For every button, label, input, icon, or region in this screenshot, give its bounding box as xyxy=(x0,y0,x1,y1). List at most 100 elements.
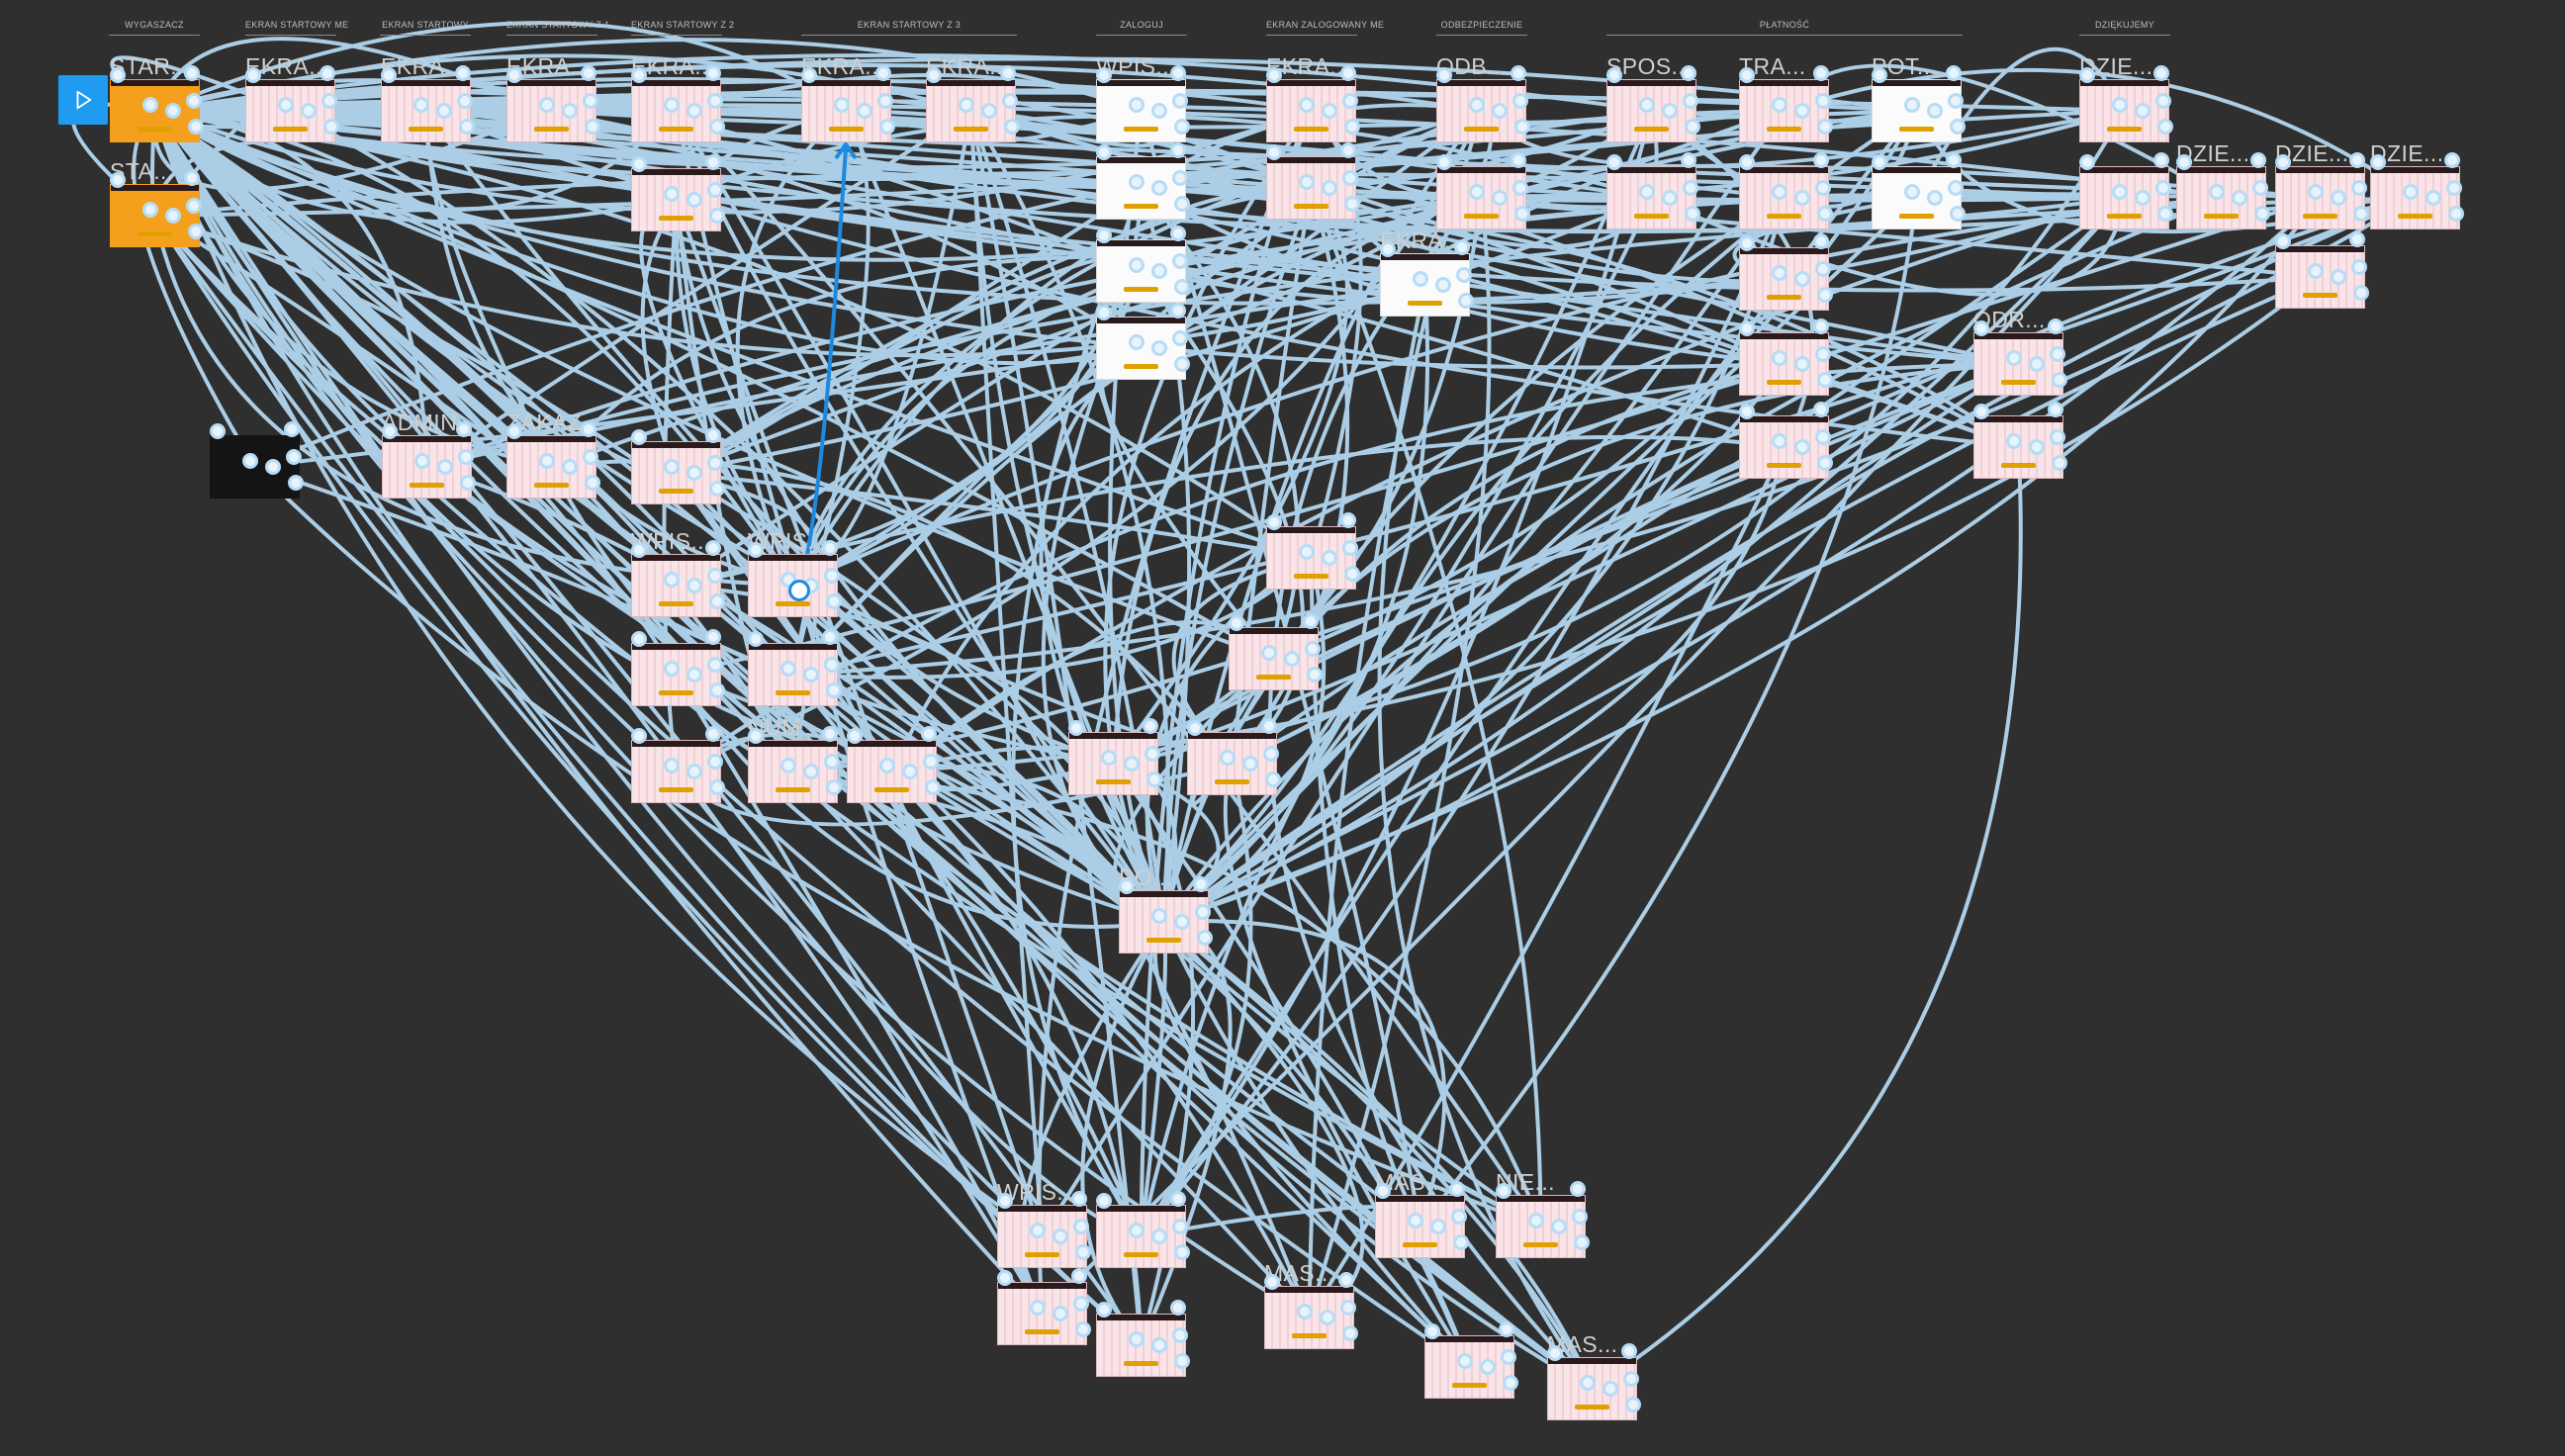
connection-handle[interactable] xyxy=(1344,196,1360,212)
connection-line[interactable] xyxy=(1271,362,2021,661)
connection-handle[interactable] xyxy=(1342,540,1358,557)
connection-handle[interactable] xyxy=(2157,119,2173,135)
connection-line[interactable] xyxy=(152,136,679,218)
connection-handle[interactable] xyxy=(1973,320,1989,336)
connection-handle[interactable] xyxy=(686,578,702,593)
prototype-frame[interactable]: DZIE... xyxy=(2176,140,2266,229)
connection-handle[interactable] xyxy=(1266,514,1282,530)
connection-line[interactable] xyxy=(1080,920,1166,1347)
connection-handle[interactable] xyxy=(323,119,339,135)
connection-handle[interactable] xyxy=(1170,142,1186,158)
connection-handle[interactable] xyxy=(1174,279,1190,295)
connection-handle[interactable] xyxy=(822,540,838,556)
connection-handle[interactable] xyxy=(2425,190,2441,206)
connection-handle[interactable] xyxy=(286,449,302,466)
connection-handle[interactable] xyxy=(1174,356,1190,372)
connection-handle[interactable] xyxy=(1174,196,1190,212)
prototype-frame[interactable] xyxy=(631,740,721,803)
connection-handle[interactable] xyxy=(1128,173,1145,190)
connection-handle[interactable] xyxy=(2275,233,2291,249)
connection-line[interactable] xyxy=(152,214,1427,358)
connection-line[interactable] xyxy=(1307,196,1492,1320)
connection-line[interactable] xyxy=(549,254,1427,469)
prototype-frame[interactable]: PO... xyxy=(1119,864,1209,954)
connection-handle[interactable] xyxy=(997,1270,1013,1286)
connection-handle[interactable] xyxy=(1128,96,1145,113)
connection-handle[interactable] xyxy=(833,96,850,113)
connection-handle[interactable] xyxy=(1739,235,1755,251)
connection-handle[interactable] xyxy=(847,728,863,744)
connection-handle[interactable] xyxy=(1150,180,1167,196)
connection-handle[interactable] xyxy=(2052,372,2067,388)
connection-handle[interactable] xyxy=(686,103,702,119)
connection-handle[interactable] xyxy=(2351,180,2367,197)
connection-handle[interactable] xyxy=(878,757,895,774)
connection-handle[interactable] xyxy=(1150,103,1167,119)
connection-handle[interactable] xyxy=(1128,1222,1145,1238)
connection-handle[interactable] xyxy=(1128,1330,1145,1347)
connection-line[interactable] xyxy=(790,362,2021,774)
connection-line[interactable] xyxy=(1590,445,2023,1391)
connection-handle[interactable] xyxy=(1342,170,1358,187)
connection-handle[interactable] xyxy=(705,726,721,742)
connection-handle[interactable] xyxy=(561,103,578,119)
connection-line[interactable] xyxy=(152,109,1144,1347)
connection-handle[interactable] xyxy=(709,208,725,224)
connection-handle[interactable] xyxy=(1499,1321,1514,1337)
connection-handle[interactable] xyxy=(1661,103,1678,119)
connection-handle[interactable] xyxy=(1174,1353,1190,1369)
connection-handle[interactable] xyxy=(1793,439,1810,455)
connection-handle[interactable] xyxy=(779,660,796,677)
connection-handle[interactable] xyxy=(1068,720,1084,736)
prototype-frame[interactable] xyxy=(1187,732,1277,795)
connection-handle[interactable] xyxy=(1458,293,1474,309)
connection-handle[interactable] xyxy=(2330,190,2346,206)
connection-handle[interactable] xyxy=(1813,318,1829,334)
connection-handle[interactable] xyxy=(1793,356,1810,372)
connection-handle[interactable] xyxy=(1683,93,1698,110)
connection-handle[interactable] xyxy=(1512,180,1528,197)
prototype-frame[interactable] xyxy=(1266,156,1356,220)
connection-handle[interactable] xyxy=(1321,180,1337,196)
connection-handle[interactable] xyxy=(1128,333,1145,350)
connection-handle[interactable] xyxy=(141,201,158,218)
connection-handle[interactable] xyxy=(2402,183,2419,200)
connection-handle[interactable] xyxy=(1407,1212,1423,1228)
connection-line[interactable] xyxy=(152,52,1654,113)
connection-handle[interactable] xyxy=(583,93,598,110)
connection-line[interactable] xyxy=(790,584,1144,1238)
connection-line[interactable] xyxy=(152,109,1654,182)
connection-handle[interactable] xyxy=(1793,271,1810,287)
connection-handle[interactable] xyxy=(1621,1343,1637,1359)
connection-handle[interactable] xyxy=(1491,190,1508,206)
connection-handle[interactable] xyxy=(1817,119,1833,135)
connection-handle[interactable] xyxy=(631,631,647,647)
connection-handle[interactable] xyxy=(2005,349,2022,366)
connection-handle[interactable] xyxy=(663,757,680,774)
connection-handle[interactable] xyxy=(2079,154,2095,170)
connection-line[interactable] xyxy=(152,109,554,469)
connection-handle[interactable] xyxy=(1412,270,1428,287)
connection-handle[interactable] xyxy=(2048,318,2063,334)
connection-handle[interactable] xyxy=(925,779,941,795)
connection-handle[interactable] xyxy=(1096,144,1112,160)
connection-handle[interactable] xyxy=(2370,154,2386,170)
connection-handle[interactable] xyxy=(457,93,473,110)
prototype-frame[interactable] xyxy=(1229,627,1319,690)
connection-line[interactable] xyxy=(1108,109,1166,924)
connection-handle[interactable] xyxy=(459,119,475,135)
connection-handle[interactable] xyxy=(2231,190,2247,206)
connection-handle[interactable] xyxy=(802,764,819,779)
connection-handle[interactable] xyxy=(707,455,723,472)
connection-handle[interactable] xyxy=(1375,1183,1391,1199)
connection-line[interactable] xyxy=(152,109,679,677)
prototype-frame[interactable]: ODB... xyxy=(1436,53,1526,142)
connection-handle[interactable] xyxy=(1119,878,1135,894)
connection-handle[interactable] xyxy=(284,421,300,437)
connection-handle[interactable] xyxy=(1453,1234,1469,1250)
connection-handle[interactable] xyxy=(1340,142,1356,158)
connection-handle[interactable] xyxy=(631,542,647,558)
connection-handle[interactable] xyxy=(2155,93,2171,110)
connection-line[interactable] xyxy=(146,109,554,130)
connection-handle[interactable] xyxy=(631,67,647,83)
